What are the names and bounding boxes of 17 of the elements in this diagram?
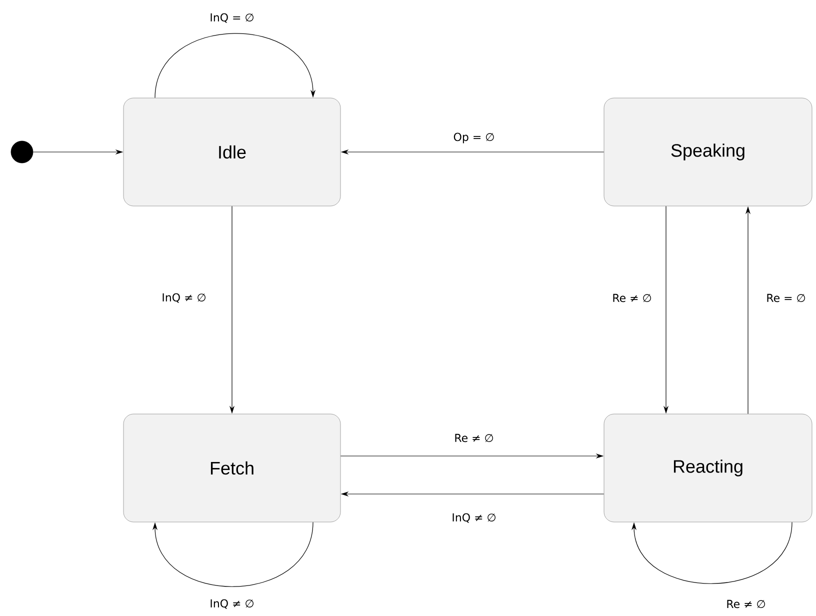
edge-label: InQ ≠ ∅	[450, 512, 498, 524]
state-box: Reacting	[604, 414, 812, 522]
edge-label: InQ ≠ ∅	[208, 598, 256, 610]
edge-label: Re ≠ ∅	[610, 292, 654, 304]
state-box: Idle	[123, 98, 341, 206]
transition-arrow	[152, 522, 314, 587]
state-box: Speaking	[604, 98, 812, 206]
edge-label: InQ = ∅	[208, 12, 256, 24]
edge-label: Re = ∅	[764, 292, 808, 304]
initial-state-dot	[10, 140, 34, 164]
edge-label: Op = ∅	[452, 131, 496, 145]
edge-label: InQ ≠ ∅	[160, 292, 208, 304]
transition-arrow	[154, 33, 316, 98]
state-box: Fetch	[123, 414, 341, 522]
edge-label: Re ≠ ∅	[452, 432, 496, 444]
transition-arrow	[631, 522, 792, 584]
edge-label: Re ≠ ∅	[724, 598, 768, 610]
